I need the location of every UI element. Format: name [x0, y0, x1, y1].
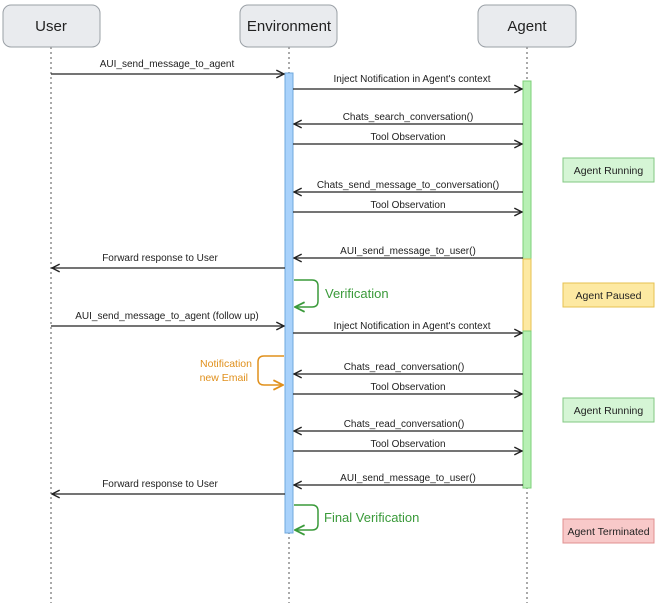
message-label: AUI_send_message_to_agent (follow up)	[75, 311, 258, 322]
state-badge-label: Agent Terminated	[567, 526, 649, 538]
message: AUI_send_message_to_user()	[294, 246, 523, 258]
actor-agent: Agent	[477, 4, 577, 48]
message: Chats_search_conversation()	[294, 112, 523, 124]
notification-loop: Notification new Email	[200, 355, 284, 385]
message-label: Tool Observation	[370, 200, 445, 211]
state-badge-terminated: Agent Terminated	[562, 518, 655, 544]
message-label: Inject Notification in Agent's context	[334, 74, 491, 85]
message-label: AUI_send_message_to_user()	[340, 246, 476, 257]
message-label: AUI_send_message_to_agent	[100, 59, 235, 70]
message: Tool Observation	[293, 439, 522, 451]
message: Inject Notification in Agent's context	[293, 74, 522, 89]
message-label: Chats_send_message_to_conversation()	[317, 180, 499, 191]
message-label: Forward response to User	[102, 479, 218, 490]
message-label: Tool Observation	[370, 132, 445, 143]
actor-user: User	[2, 4, 101, 48]
message: AUI_send_message_to_agent (follow up)	[51, 311, 284, 326]
message: Chats_read_conversation()	[294, 362, 523, 374]
verification-loop: Verification	[294, 279, 389, 307]
message: Tool Observation	[293, 200, 522, 212]
message-label: Tool Observation	[370, 439, 445, 450]
state-badge-paused: Agent Paused	[562, 282, 655, 308]
notification-label: Notification	[200, 358, 252, 370]
state-badge-label: Agent Running	[574, 165, 644, 177]
message: Forward response to User	[52, 253, 285, 268]
message-label: Chats_search_conversation()	[343, 112, 474, 123]
actor-environment: Environment	[239, 4, 338, 48]
notification-label: new Email	[200, 372, 248, 384]
message: AUI_send_message_to_agent	[51, 59, 284, 74]
state-badge-running: Agent Running	[562, 397, 655, 423]
verification-label: Verification	[325, 286, 389, 301]
message-label: AUI_send_message_to_user()	[340, 473, 476, 484]
state-badge-label: Agent Paused	[576, 290, 642, 302]
message: Forward response to User	[52, 479, 285, 494]
message-label: Inject Notification in Agent's context	[334, 321, 491, 332]
message: AUI_send_message_to_user()	[294, 473, 523, 485]
message-label: Chats_read_conversation()	[344, 419, 465, 430]
message: Chats_send_message_to_conversation()	[294, 180, 523, 192]
state-badge-running: Agent Running	[562, 157, 655, 183]
state-badge-label: Agent Running	[574, 405, 644, 417]
message-label: Forward response to User	[102, 253, 218, 264]
agent-running-bar	[522, 330, 532, 489]
final-verification-loop: Final Verification	[294, 504, 419, 530]
message-label: Chats_read_conversation()	[344, 362, 465, 373]
message: Inject Notification in Agent's context	[293, 321, 522, 333]
agent-paused-bar	[522, 258, 532, 332]
actor-agent-label: Agent	[507, 18, 547, 35]
actor-environment-label: Environment	[247, 18, 332, 35]
message: Chats_read_conversation()	[294, 419, 523, 431]
message-label: Tool Observation	[370, 382, 445, 393]
environment-activation-bar	[284, 72, 294, 534]
final-verification-label: Final Verification	[324, 510, 419, 525]
message: Tool Observation	[293, 382, 522, 394]
actor-user-label: User	[35, 18, 67, 35]
message: Tool Observation	[293, 132, 522, 144]
agent-running-bar	[522, 80, 532, 260]
